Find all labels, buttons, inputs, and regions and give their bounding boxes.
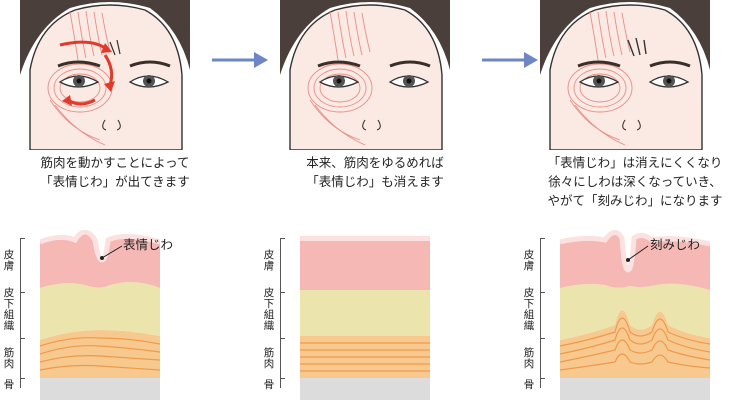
arrow-right-2 <box>482 52 538 68</box>
left-eye <box>578 75 620 88</box>
muscle-lines <box>567 10 633 146</box>
nose <box>622 119 641 131</box>
layer-diagram-3 <box>560 230 710 400</box>
caption-1: 筋肉を動かすことによって 「表情じわ」が出てきます <box>0 153 230 191</box>
label-muscle: 筋肉 <box>263 347 275 370</box>
bone-layer <box>560 378 710 400</box>
caption-1-line-2: 「表情じわ」が出てきます <box>40 174 190 189</box>
face-illustration-2 <box>280 0 450 150</box>
right-eye <box>648 75 690 88</box>
caption-3-line-1: 「表情じわ」は消えにくくなり <box>547 155 723 170</box>
subcutaneous-layer <box>560 283 710 340</box>
right-eyebrow <box>649 60 691 68</box>
layer-diagram-1 <box>40 230 160 400</box>
left-eyebrow <box>577 60 621 68</box>
label-subcutaneous: 皮下組織 <box>3 287 15 332</box>
nose <box>362 119 381 131</box>
nose <box>102 119 121 131</box>
skin-surface <box>40 230 160 263</box>
muscle-fibers <box>560 317 710 371</box>
skin-layer <box>560 232 710 290</box>
left-eyebrow <box>317 60 361 68</box>
face-skin <box>29 4 183 150</box>
label-skin: 皮膚 <box>523 249 535 272</box>
caption-2-line-1: 本来、筋肉をゆるめれば <box>306 155 444 170</box>
right-eyebrow <box>389 60 431 68</box>
left-eye <box>318 75 360 88</box>
skin-cross-section-2: 皮膚 皮下組織 筋肉 骨 <box>260 230 490 400</box>
caption-2-line-2: 「表情じわ」も消えます <box>306 174 444 189</box>
muscle-layer <box>560 310 710 378</box>
muscle-lines <box>307 10 373 146</box>
skin-cross-section-1: 皮膚 皮下組織 筋肉 骨 表情じわ <box>0 230 230 400</box>
face-illustration-3 <box>540 0 710 150</box>
label-bone: 骨 <box>3 379 15 391</box>
skin-cross-section-3: 皮膚 皮下組織 筋肉 骨 刻みじわ <box>520 230 750 400</box>
muscle-fibers <box>40 337 160 371</box>
pointer-line <box>627 245 649 261</box>
label-subcutaneous: 皮下組織 <box>523 287 535 332</box>
hair <box>540 0 710 75</box>
scale-bar <box>280 238 281 388</box>
panel-muscle-relaxed: 本来、筋肉をゆるめれば 「表情じわ」も消えます 皮膚 皮下組織 筋肉 骨 <box>260 0 490 400</box>
panel-muscle-moving: 筋肉を動かすことによって 「表情じわ」が出てきます 皮膚 皮下組織 筋肉 骨 <box>0 0 230 400</box>
panel-deep-wrinkle: 「表情じわ」は消えにくくなり 徐々にしわは深くなっていき、 やがて「刻みじわ」に… <box>520 0 750 400</box>
subcutaneous-layer <box>40 282 160 340</box>
caption-2: 本来、筋肉をゆるめれば 「表情じわ」も消えます <box>260 153 490 191</box>
right-eyebrow <box>129 60 171 68</box>
layer-diagram-2 <box>300 236 430 400</box>
label-subcutaneous: 皮下組織 <box>263 287 275 332</box>
skin-layer <box>300 240 430 290</box>
label-skin: 皮膚 <box>3 249 15 272</box>
annotation-expression-wrinkle: 表情じわ <box>123 237 174 252</box>
hair <box>20 0 190 75</box>
hair <box>280 0 450 75</box>
muscle-fibers <box>300 342 430 372</box>
label-muscle: 筋肉 <box>3 347 15 370</box>
label-bone: 骨 <box>263 379 275 391</box>
brow-wrinkle <box>627 37 647 57</box>
arrow-right-1 <box>212 52 268 68</box>
bone-layer <box>300 378 430 400</box>
left-eye <box>58 75 100 88</box>
scale-bar <box>540 238 541 388</box>
left-eyebrow <box>57 60 101 68</box>
caption-3: 「表情じわ」は消えにくくなり 徐々にしわは深くなっていき、 やがて「刻みじわ」に… <box>520 153 750 210</box>
brow-wrinkle <box>109 39 121 56</box>
face-skin <box>289 4 443 150</box>
caption-3-line-2: 徐々にしわは深くなっていき、 <box>548 174 722 189</box>
bone-layer <box>40 378 160 400</box>
label-bone: 骨 <box>523 379 535 391</box>
skin-surface <box>560 230 710 273</box>
pointer-line <box>101 245 123 259</box>
label-skin: 皮膚 <box>263 249 275 272</box>
skin-surface <box>300 236 430 241</box>
caption-3-line-3: やがて「刻みじわ」になります <box>547 193 723 208</box>
right-eye <box>388 75 430 88</box>
scale-bar <box>20 238 21 388</box>
right-eye <box>128 75 170 88</box>
label-muscle: 筋肉 <box>523 347 535 370</box>
subcutaneous-layer <box>300 290 430 336</box>
muscle-lines <box>47 10 113 146</box>
annotation-deep-wrinkle: 刻みじわ <box>650 237 701 252</box>
face-illustration-1 <box>20 0 190 150</box>
muscle-layer <box>40 330 160 378</box>
caption-1-line-1: 筋肉を動かすことによって <box>40 155 190 170</box>
face-skin <box>549 4 703 150</box>
red-arrowheads <box>62 43 115 106</box>
